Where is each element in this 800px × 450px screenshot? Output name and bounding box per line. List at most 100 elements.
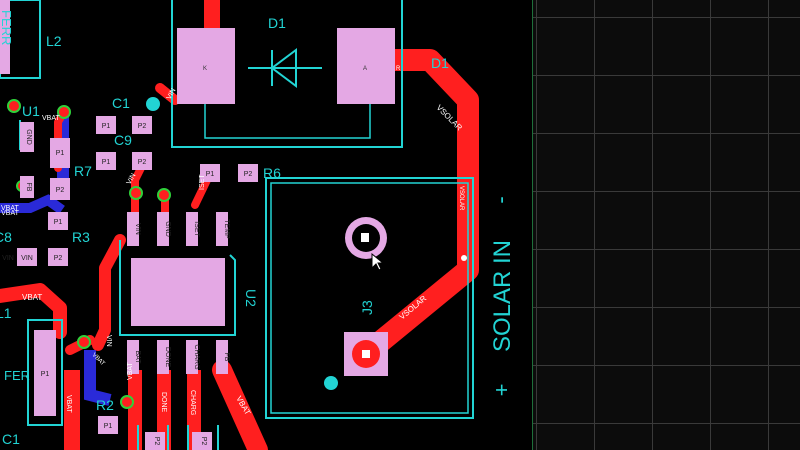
u2-designator: U2 xyxy=(243,289,259,307)
trace-bottom-r2[interactable] xyxy=(84,350,112,406)
c-pad-p2-2[interactable] xyxy=(192,432,212,450)
trace-vbat-bottom[interactable] xyxy=(64,370,80,450)
vin-left-label: VIN xyxy=(2,255,14,262)
u2-bottom-pins xyxy=(127,340,228,374)
r3-pad-p2[interactable] xyxy=(48,248,68,266)
via-green-5[interactable] xyxy=(77,335,91,349)
u1-pad-fb[interactable] xyxy=(20,176,34,198)
d1-pad-k-label: K xyxy=(203,66,207,72)
trace-iset[interactable] xyxy=(191,174,212,209)
diode-symbol xyxy=(248,48,322,88)
l1-pad-p1[interactable] xyxy=(34,330,56,416)
via-green-3[interactable] xyxy=(129,186,143,200)
trace-vbat-right[interactable] xyxy=(212,360,268,450)
r7-p2-label: P2 xyxy=(56,187,65,194)
r7-pad-p1[interactable] xyxy=(50,138,70,168)
u1-pad-gnd[interactable] xyxy=(20,122,34,152)
c1-pad-p2[interactable] xyxy=(132,116,152,134)
u2-pin-iset-label: ISET xyxy=(193,221,200,237)
trace-bottom-vbat-left[interactable] xyxy=(0,194,65,215)
r3-pad-p1[interactable] xyxy=(48,212,68,230)
c1-pad-p1[interactable] xyxy=(96,116,116,134)
vsolar-via-dot[interactable] xyxy=(461,255,467,261)
done-trace-label: DONE xyxy=(160,392,167,413)
d1-pad-k[interactable] xyxy=(177,28,235,104)
u2-pin-bat[interactable] xyxy=(127,340,139,374)
r3-p2-label: P2 xyxy=(54,255,63,262)
l2-designator: L2 xyxy=(46,33,62,49)
r2-designator: R2 xyxy=(96,397,114,413)
u2-body-pad[interactable] xyxy=(131,258,225,326)
r3-designator: R3 xyxy=(72,229,90,245)
r2-p1-label: P1 xyxy=(104,423,113,430)
passive-pad-labels: P1 P2 P1 P2 P1 P2 P1 P2 P1 P2 VIN P1 P1 … xyxy=(1,123,252,445)
d1-pad-a-label: A xyxy=(363,66,367,72)
via-green-2[interactable] xyxy=(57,105,71,119)
u2-pin-gnd[interactable] xyxy=(157,212,169,246)
mouse-cursor-icon xyxy=(371,252,385,271)
u2-pin-iset[interactable] xyxy=(186,212,198,246)
pcb-canvas[interactable]: K A D1 D1 xyxy=(0,0,532,450)
u2-pin-done[interactable] xyxy=(157,340,169,374)
u2-outline xyxy=(119,240,236,336)
iset-trace-label: ISET xyxy=(199,174,206,190)
l1-designator: L1 xyxy=(0,305,12,321)
vbat-left-label: VBAT xyxy=(1,210,19,217)
u1-vbat-label: VBAT xyxy=(42,115,60,122)
d1-body-outline xyxy=(204,100,371,139)
trace-vsolar[interactable] xyxy=(357,49,479,363)
c1b-designator: C1 xyxy=(2,431,20,447)
r2-pad-p1[interactable] xyxy=(98,416,118,434)
u2-pin-vin[interactable] xyxy=(127,212,139,246)
solar-in-plus: + xyxy=(489,384,514,397)
c-pad-p2-1[interactable] xyxy=(145,432,165,450)
vin-c9-label: VIN xyxy=(126,172,138,186)
grid-panel[interactable] xyxy=(532,0,800,450)
l2-outline xyxy=(0,0,41,79)
via-green-4[interactable] xyxy=(157,188,171,202)
u2-pin-charg[interactable] xyxy=(186,340,198,374)
trace-charg[interactable] xyxy=(187,370,201,450)
r7-p1-label: P1 xyxy=(56,150,65,157)
r6-pad-p1[interactable] xyxy=(200,164,220,182)
vin-d1-label: VIN xyxy=(166,87,178,101)
l1-outline xyxy=(27,319,63,426)
c1-p1-label: P1 xyxy=(102,123,111,130)
via-green-1[interactable] xyxy=(7,99,21,113)
u2-pin-vin-label: VIN xyxy=(134,223,141,235)
j3-outline xyxy=(265,177,474,419)
trace-vbat-u2[interactable] xyxy=(128,370,142,450)
silkscreen xyxy=(0,0,474,450)
c-p2-2-label: P2 xyxy=(200,437,207,446)
r6-pad-p2[interactable] xyxy=(238,164,258,182)
c9-pad-p1[interactable] xyxy=(96,152,116,170)
via-cyan-2[interactable] xyxy=(324,376,338,390)
d1-designator: D1 xyxy=(268,15,286,31)
u1-designator: U1 xyxy=(22,103,40,119)
j3-pad-1-center xyxy=(362,350,370,358)
u2-pin-fb[interactable] xyxy=(216,340,228,374)
pcb-layout[interactable]: K A D1 D1 xyxy=(0,0,532,450)
l2-pad[interactable] xyxy=(0,0,10,74)
d1-pad-a[interactable] xyxy=(337,28,395,104)
designators: J3 U1 C1 C9 R7 R3 R6 R2 L1 L2 C8 C1 FER … xyxy=(0,10,375,447)
j3-inner-outline xyxy=(270,182,469,414)
r6-designator: R6 xyxy=(263,165,281,181)
via-cyan-1[interactable] xyxy=(146,97,160,111)
r7-pad-p2[interactable] xyxy=(50,178,70,200)
via-green-6[interactable] xyxy=(120,395,134,409)
l2-ferr-label: FERR xyxy=(0,10,14,45)
c8-designator: C8 xyxy=(0,229,12,245)
trace-net-labels: VSOLAR VSOLAR VSOLAR R VBAT VBAT VBAT VB… xyxy=(1,66,464,417)
c9-designator: C9 xyxy=(114,132,132,148)
trace-vin-left[interactable] xyxy=(92,234,126,351)
d1-outline xyxy=(171,0,403,148)
u1-gnd-label: GND xyxy=(25,129,32,145)
r6-p2-label: P2 xyxy=(244,171,253,178)
vsolar-label-2: VSOLAR xyxy=(458,186,464,211)
c8-pad-vin[interactable] xyxy=(17,248,37,266)
r3-p1-label: P1 xyxy=(54,219,63,226)
c9-pad-p2[interactable] xyxy=(132,152,152,170)
u2-pin-temp[interactable] xyxy=(216,212,228,246)
